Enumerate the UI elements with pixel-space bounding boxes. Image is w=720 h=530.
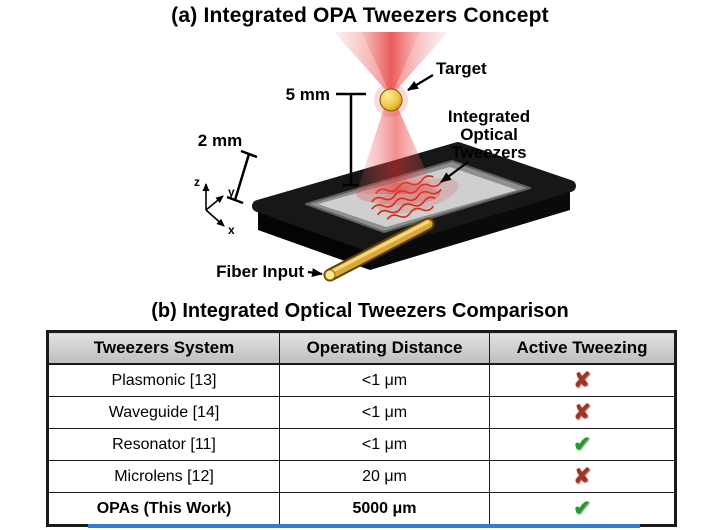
tweezers-arrow — [440, 161, 469, 183]
beam-lower-cone — [356, 108, 436, 194]
fiber-input-arrow — [307, 268, 323, 278]
cell-tweezing: ✘ — [489, 363, 676, 397]
col-header-system: Tweezers System — [47, 331, 280, 365]
cell-distance: 5000 μm — [279, 492, 490, 526]
cell-distance: <1 μm — [279, 428, 490, 461]
svg-text:Tweezers: Tweezers — [451, 143, 526, 162]
fiber-tip — [324, 269, 336, 281]
check-icon: ✔ — [573, 432, 591, 456]
cell-distance: 20 μm — [279, 460, 490, 493]
label-integrated-tweezers: Integrated Optical Tweezers — [448, 107, 530, 162]
part-a-title: (a) Integrated OPA Tweezers Concept — [171, 4, 549, 27]
cross-icon: ✘ — [573, 400, 591, 424]
cell-system: Plasmonic [13] — [47, 363, 280, 397]
concept-illustration: 5 mm 2 mm Target Integrated Optical Twee… — [194, 32, 576, 282]
table-row: Resonator [11] <1 μm ✔ — [47, 428, 676, 461]
cross-icon: ✘ — [573, 464, 591, 488]
label-5mm: 5 mm — [286, 85, 330, 104]
measure-5mm — [336, 92, 366, 187]
cell-tweezing: ✘ — [489, 460, 676, 493]
check-icon: ✔ — [573, 496, 591, 520]
col-header-tweezing: Active Tweezing — [489, 331, 676, 365]
target-arrow — [407, 74, 434, 91]
target-bead — [379, 88, 403, 112]
table-row: Plasmonic [13] <1 μm ✘ — [47, 363, 676, 397]
cell-system: Resonator [11] — [47, 428, 280, 461]
table-row: Waveguide [14] <1 μm ✘ — [47, 396, 676, 429]
part-b-title: (b) Integrated Optical Tweezers Comparis… — [151, 300, 569, 322]
label-fiber-input: Fiber Input — [216, 262, 304, 281]
optical-fiber — [323, 217, 435, 282]
svg-text:Integrated: Integrated — [448, 107, 530, 126]
beam-upper-core — [362, 32, 420, 96]
comparison-table: Tweezers System Operating Distance Activ… — [46, 330, 677, 527]
table-row: Microlens [12] 20 μm ✘ — [47, 460, 676, 493]
col-header-distance: Operating Distance — [279, 331, 490, 365]
coordinate-axes — [202, 183, 225, 227]
cropped-blue-line — [88, 524, 640, 528]
cell-system: Waveguide [14] — [47, 396, 280, 429]
cell-distance: <1 μm — [279, 396, 490, 429]
cell-tweezing: ✔ — [489, 428, 676, 461]
table-row-this-work: OPAs (This Work) 5000 μm ✔ — [47, 492, 676, 526]
cell-system: Microlens [12] — [47, 460, 280, 493]
cell-tweezing: ✔ — [489, 492, 676, 526]
measure-2mm — [226, 149, 258, 205]
table-header-row: Tweezers System Operating Distance Activ… — [47, 331, 676, 365]
axis-y-label: y — [228, 185, 235, 199]
cell-system: OPAs (This Work) — [47, 492, 280, 526]
label-target: Target — [436, 59, 487, 78]
cell-distance: <1 μm — [279, 363, 490, 397]
cross-icon: ✘ — [573, 368, 591, 392]
axis-x-label: x — [228, 223, 235, 237]
label-2mm: 2 mm — [198, 131, 242, 150]
cell-tweezing: ✘ — [489, 396, 676, 429]
axis-z-label: z — [194, 175, 200, 189]
svg-text:Optical: Optical — [460, 125, 518, 144]
